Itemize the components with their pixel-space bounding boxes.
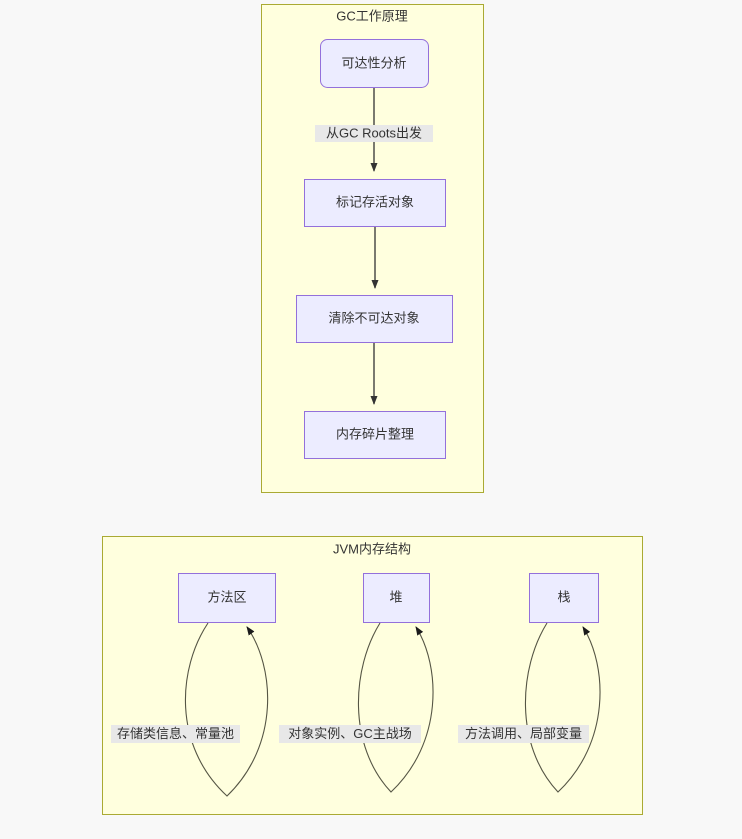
node-mark-live[interactable]: 标记存活对象: [304, 179, 446, 227]
node-compact-box[interactable]: [304, 411, 446, 459]
edge-heap-self-loop-line: [357, 622, 434, 793]
subgraph-jvm-memory: JVM内存结构 方法区 存储类信息、常量池 堆 对象实例、GC主战场 栈: [102, 536, 643, 815]
edge-label-background: [279, 725, 421, 743]
edge-heap-self-loop-label: 对象实例、GC主战场: [288, 726, 412, 741]
node-method-area-label: 方法区: [207, 589, 246, 604]
node-reachability-label: 可达性分析: [341, 55, 406, 70]
node-compact-label: 内存碎片整理: [336, 426, 414, 441]
edge-label-background: [315, 125, 433, 142]
node-heap[interactable]: 堆: [363, 573, 430, 623]
node-stack-label: 栈: [557, 589, 570, 604]
subgraph-gc-principle-title: GC工作原理: [336, 8, 408, 23]
node-sweep-unreachable-label: 清除不可达对象: [328, 310, 419, 325]
edge-method-area-self-loop-label: 存储类信息、常量池: [117, 726, 234, 741]
edge-label-background: [458, 725, 589, 743]
node-mark-live-label: 标记存活对象: [336, 194, 414, 209]
node-reachability-box[interactable]: [320, 39, 429, 88]
node-sweep-unreachable-box[interactable]: [296, 295, 453, 343]
subgraph-gc-principle: GC工作原理 可达性分析 从GC Roots出发 标记存活对象 清除不可达对象: [261, 4, 484, 493]
edge-reachability-to-mark-live-label: 从GC Roots出发: [326, 125, 422, 140]
node-mark-live-box[interactable]: [304, 179, 446, 227]
edge-reachability-to-mark-live: 从GC Roots出发: [315, 88, 433, 172]
edge-stack-self-loop-line: [524, 622, 601, 793]
edge-stack-self-loop: 方法调用、局部变量: [458, 622, 601, 793]
node-compact[interactable]: 内存碎片整理: [304, 411, 446, 459]
edge-method-area-self-loop: 存储类信息、常量池: [111, 622, 269, 797]
edge-method-area-self-loop-line: [184, 622, 269, 797]
edge-heap-self-loop: 对象实例、GC主战场: [279, 622, 434, 793]
node-sweep-unreachable[interactable]: 清除不可达对象: [296, 295, 453, 343]
node-heap-box[interactable]: [363, 573, 430, 623]
node-stack-box[interactable]: [529, 573, 599, 623]
node-stack[interactable]: 栈: [529, 573, 599, 623]
edge-label-background: [111, 725, 240, 743]
node-reachability[interactable]: 可达性分析: [320, 39, 429, 88]
edge-stack-self-loop-label: 方法调用、局部变量: [465, 726, 582, 741]
subgraph-jvm-memory-title: JVM内存结构: [333, 541, 411, 556]
node-method-area[interactable]: 方法区: [178, 573, 276, 623]
node-method-area-box[interactable]: [178, 573, 276, 623]
node-heap-label: 堆: [389, 589, 402, 604]
